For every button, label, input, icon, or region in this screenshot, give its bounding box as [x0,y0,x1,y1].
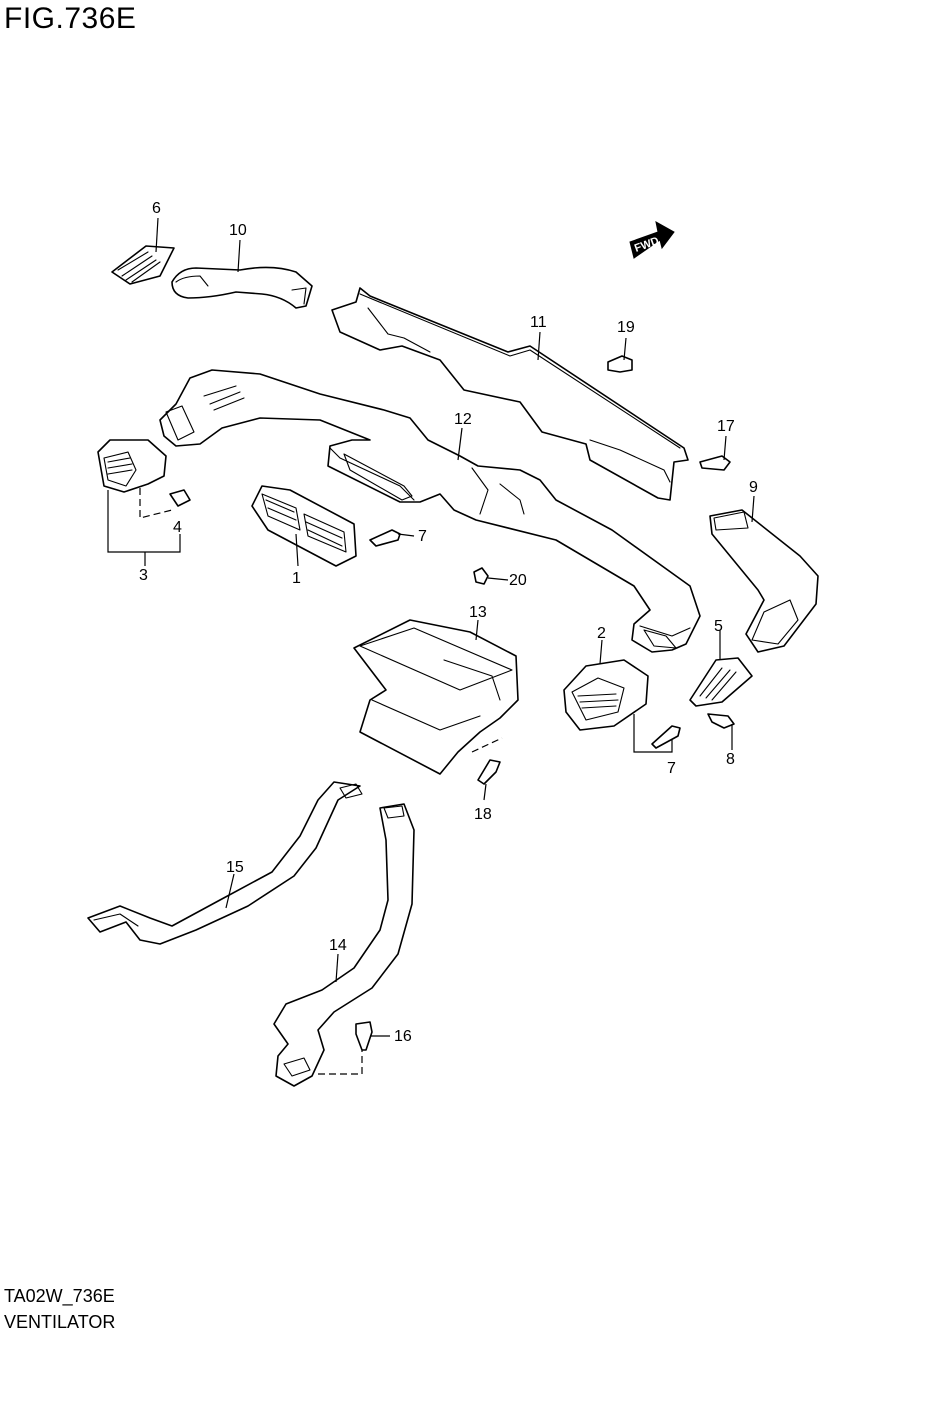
leader-lines [107,217,755,1075]
callout-2: 2 [597,625,606,642]
callout-8: 8 [726,751,735,768]
callout-6: 6 [152,200,161,217]
callout-4: 4 [173,519,182,536]
callout-18: 18 [474,806,492,823]
callout-13: 13 [469,604,487,621]
callout-20: 20 [509,572,527,589]
callout-7-right: 7 [667,760,676,777]
callout-9: 9 [749,479,758,496]
fwd-label: FWD [633,235,661,255]
figure-code: TA02W_736E [4,1286,115,1306]
clip-20 [473,567,489,585]
callout-10: 10 [229,222,247,239]
part-12-center-duct [159,369,701,653]
callout-19: 19 [617,319,635,336]
callout-7-center: 7 [418,528,427,545]
part-14-rear-duct [273,803,415,1087]
part-11-defroster-duct [331,287,689,501]
callout-5: 5 [714,618,723,635]
part-13-lower-center-duct [353,619,519,775]
screw-8 [707,713,735,729]
screw-17 [699,455,731,471]
part-1-center-vent [251,485,357,567]
screw-7-right [651,725,681,749]
callout-11: 11 [530,314,547,331]
part-6-side-vent [111,245,175,285]
callout-12: 12 [454,411,472,428]
part-4-clip [169,489,191,507]
callout-1: 1 [292,570,301,587]
figure-name: VENTILATOR [4,1312,116,1332]
part-5-right-side-vent [689,657,753,707]
fwd-arrow-icon: FWD [629,221,675,259]
figure-title: FIG.736E [4,2,137,35]
part-2-right-vent [563,659,649,731]
screw-7-center [369,529,401,547]
callout-16: 16 [394,1028,412,1045]
callout-15: 15 [226,859,244,876]
part-16-push-clip [355,1021,373,1051]
screw-19 [607,355,633,373]
part-10-side-duct [171,266,313,309]
part-15-rear-duct [87,781,363,945]
part-9-right-duct [709,509,819,653]
callout-14: 14 [329,937,347,954]
callout-17: 17 [717,418,735,435]
part-3-left-vent-assembly [97,439,191,507]
callout-numbers: 6 10 11 19 12 17 9 4 7 3 1 20 13 2 5 7 8… [139,200,758,1045]
callout-3: 3 [139,567,148,584]
screw-18 [477,759,501,785]
